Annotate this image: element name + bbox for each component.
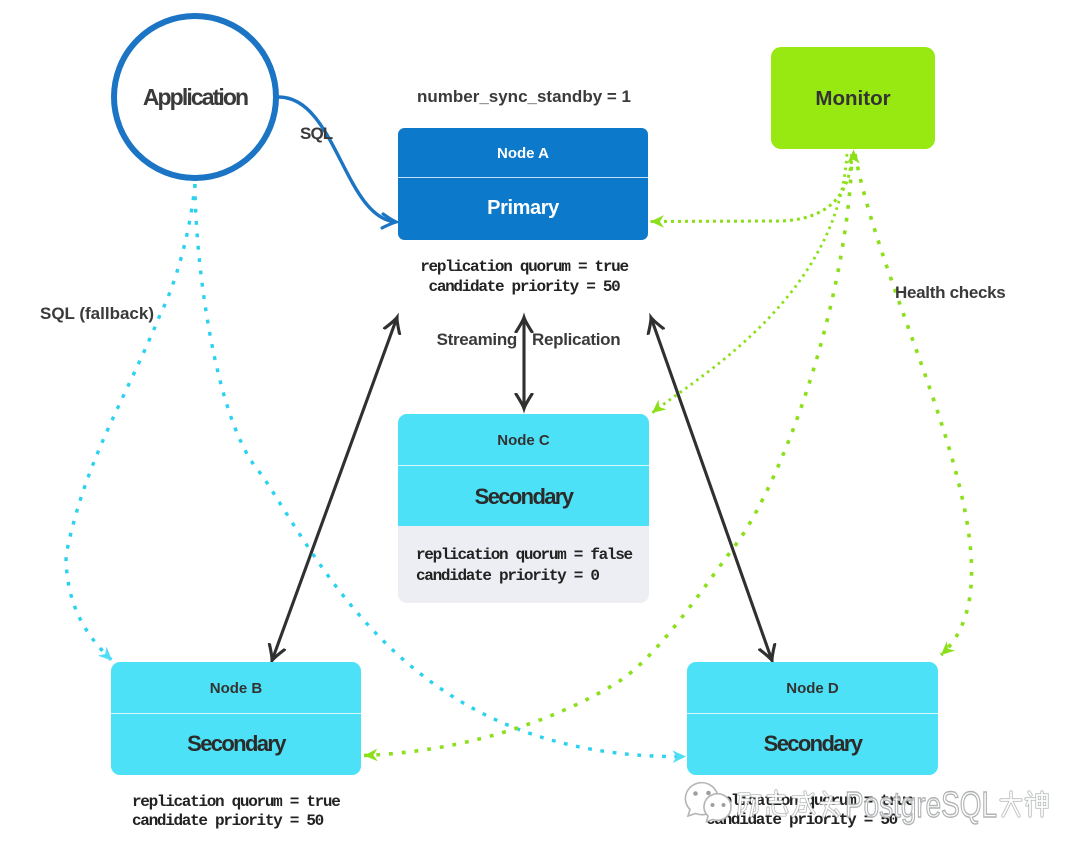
svg-text:PostgreSQL: PostgreSQL <box>845 784 997 825</box>
